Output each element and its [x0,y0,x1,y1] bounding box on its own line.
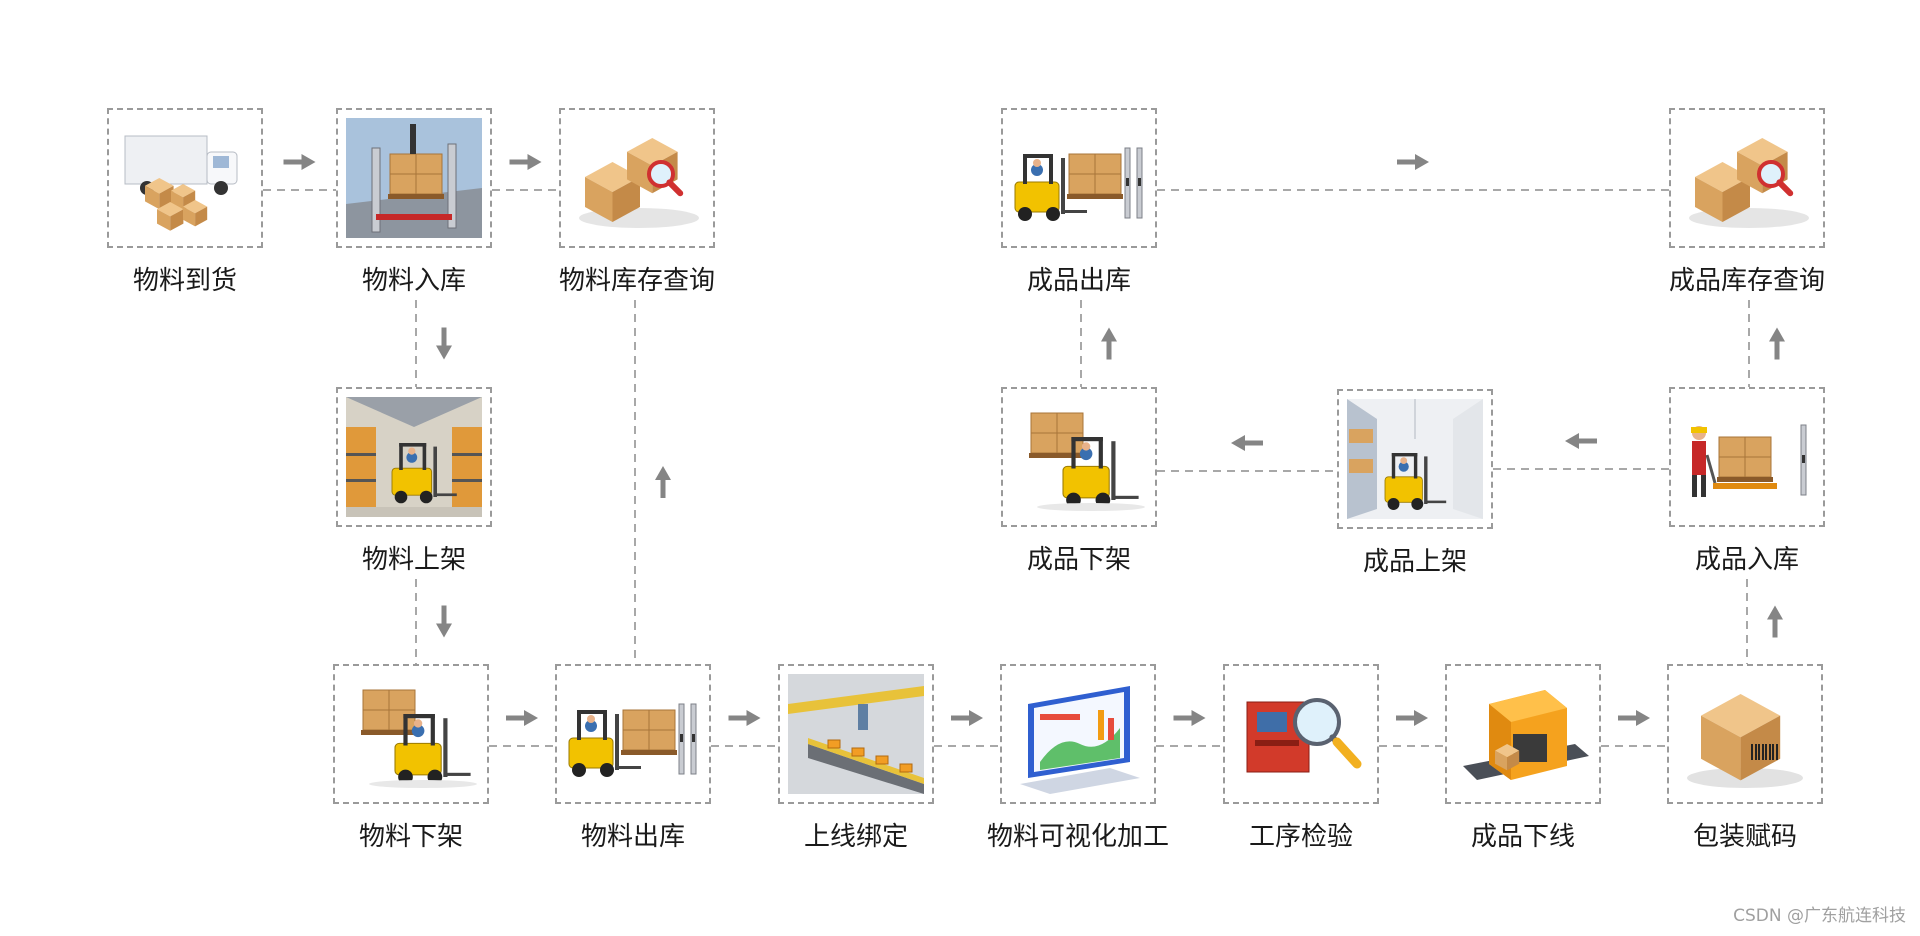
node-line-binding [778,664,934,804]
node-material-inventory-query [559,108,715,248]
node-packaging-coding [1667,664,1823,804]
link-packaging-coding-to-product-inbound-arrow-icon [1767,605,1783,638]
node-product-shelving [1337,389,1493,529]
link-material-shelving-to-material-unshelving-arrow-icon [436,605,452,638]
link-product-shelving-to-product-unshelving-arrow-icon [1231,435,1263,451]
link-material-outbound-to-material-inventory-query-arrow-icon [655,466,671,498]
barcode-box-icon [1687,694,1803,788]
scanner-conveyor-icon [1463,690,1589,780]
node-label-process-inspection: 工序检验 [1248,822,1353,852]
inspection-magnifier-icon [1246,698,1362,773]
node-product-outbound [1001,108,1157,248]
link-process-inspection-to-product-offline-arrow-icon [1396,710,1428,726]
node-material-unshelving [333,664,489,804]
node-label-material-inventory-query: 物料库存查询 [558,266,715,296]
node-label-product-offline: 成品下线 [1470,822,1575,852]
forklift-rfid-gate-icon [568,703,697,777]
node-label-material-outbound: 物料出库 [580,822,685,852]
node-product-inbound [1669,387,1825,527]
node-label-material-shelving: 物料上架 [361,545,466,575]
node-product-unshelving [1001,387,1157,527]
node-label-product-unshelving: 成品下架 [1026,545,1131,575]
forklift-pallet-icon [1029,412,1145,511]
rfid-gate-pallet-icon [346,118,482,238]
link-product-offline-to-packaging-coding-arrow-icon [1618,710,1650,726]
link-material-inbound-to-material-inventory-query-arrow-icon [509,154,542,170]
forklift-pallet-icon [361,689,477,788]
link-material-arrival-to-material-inbound-arrow-icon [283,154,316,170]
node-label-visual-processing: 物料可视化加工 [986,822,1169,852]
link-product-inbound-to-product-inventory-query-arrow-icon [1769,327,1785,360]
node-material-inbound [336,108,492,248]
warehouse-aisle-forklift-icon [1347,399,1483,519]
truck-boxes-icon [124,135,238,231]
node-label-product-inbound: 成品入库 [1694,545,1799,575]
warehouse-forklift-icon [346,397,482,517]
node-label-product-outbound: 成品出库 [1026,266,1131,296]
node-process-inspection [1223,664,1379,804]
box-magnifier-icon [1689,138,1809,228]
node-label-product-shelving: 成品上架 [1362,547,1467,577]
link-product-inbound-to-product-shelving-arrow-icon [1565,433,1597,449]
node-product-offline [1445,664,1601,804]
node-material-shelving [336,387,492,527]
node-label-product-inventory-query: 成品库存查询 [1668,266,1825,296]
node-label-material-arrival: 物料到货 [132,266,237,296]
link-product-outbound-to-product-inventory-query-arrow-icon [1397,154,1429,170]
node-product-inventory-query [1669,108,1825,248]
link-material-outbound-to-line-binding-arrow-icon [728,710,761,726]
node-material-arrival [107,108,263,248]
link-visual-processing-to-process-inspection-arrow-icon [1173,710,1206,726]
node-label-packaging-coding: 包装赋码 [1692,822,1797,852]
link-material-unshelving-to-material-outbound-arrow-icon [506,710,538,726]
link-line-binding-to-visual-processing-arrow-icon [951,710,983,726]
forklift-rfid-gate-icon [1014,147,1143,221]
node-visual-processing [1000,664,1156,804]
link-material-inbound-to-material-shelving-arrow-icon [436,327,452,360]
watermark: CSDN @广东航连科技 [1733,906,1906,926]
conveyor-line-icon [788,674,924,794]
dashboard-screen-icon [1020,686,1140,794]
link-product-unshelving-to-product-outbound-arrow-icon [1101,327,1117,360]
node-label-line-binding: 上线绑定 [803,822,908,852]
pallet-jack-worker-icon [1691,424,1807,497]
box-magnifier-icon [579,138,699,228]
node-label-material-unshelving: 物料下架 [358,822,463,852]
node-label-material-inbound: 物料入库 [361,266,466,296]
node-material-outbound [555,664,711,804]
